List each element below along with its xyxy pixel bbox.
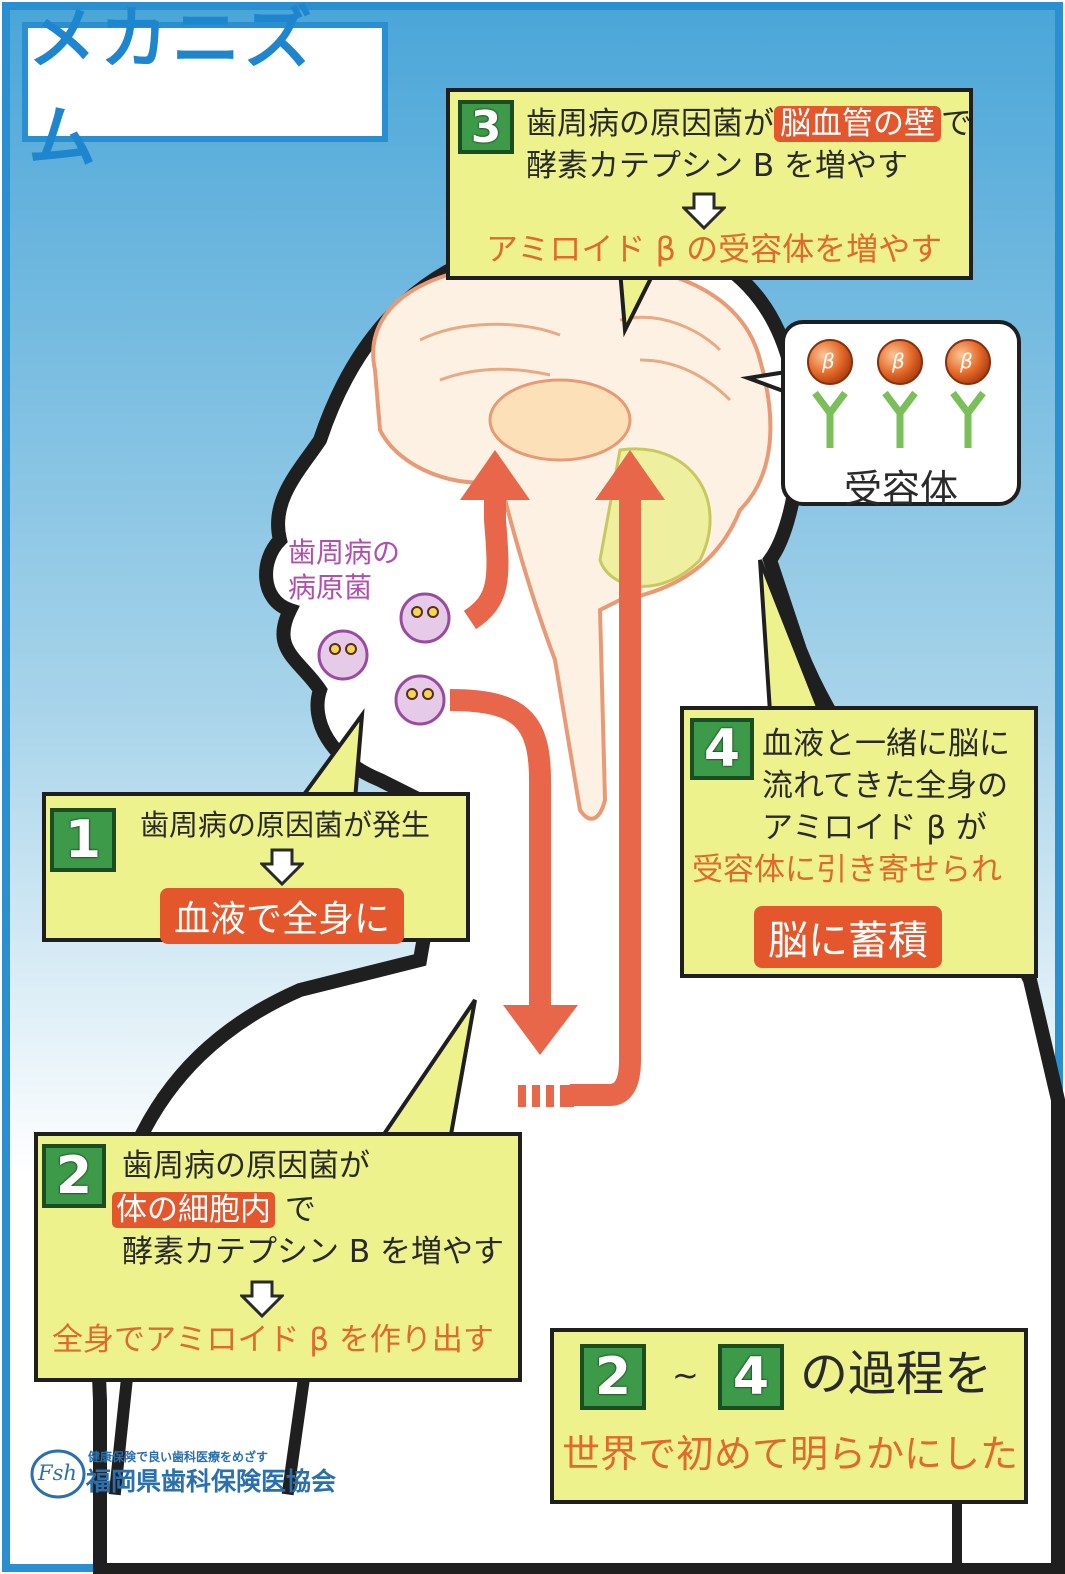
step2-line1: 歯周病の原因菌が [122,1148,370,1185]
step1-line1: 歯周病の原因菌が発生 [140,808,430,843]
step2-line2-rest: で [285,1192,316,1228]
summary-number-from: 2 [580,1344,646,1410]
beta-symbol-2: β [892,349,905,373]
step3-line1-post: で [941,106,972,142]
step2-result: 全身でアミロイド β を作り出す [52,1322,494,1359]
step2-number: 2 [42,1144,106,1208]
receptor-label: 受容体 [785,458,1017,513]
step3-result: アミロイド β の受容体を増やす [486,230,942,268]
summary-number-to: 4 [718,1344,784,1410]
step1-number: 1 [50,808,116,872]
summary-text: の過程を [800,1346,992,1404]
step2-line2: 体の細胞内 で [112,1192,316,1229]
step3-number: 3 [458,100,514,154]
step3-line2: 酵素カテプシン B を増やす [526,148,908,185]
logo-mark-text: Fsh [38,1461,77,1485]
step3-line1-pre: 歯周病の原因菌が [526,106,774,142]
bacteria-label-line1: 歯周病の [288,535,400,570]
page-title: メカニズム [28,0,382,181]
bacteria-label-line2: 病原菌 [288,570,400,605]
beta-symbol-1: β [822,349,835,373]
step4-line3: アミロイド β が [762,810,987,847]
logo-name: 福岡県歯科保険医協会 [86,1462,336,1498]
step4-highlight: 脳に蓄積 [754,906,942,968]
down-arrow-icon [260,848,304,886]
title-box: メカニズム [22,22,388,142]
beta-symbol-3: β [960,349,973,373]
step4-number: 4 [690,718,754,780]
step4-line4: 受容体に引き寄せられ [692,852,1002,889]
receptor-illustration [785,328,1017,458]
step4-line1: 血液と一緒に脳に [762,726,1010,763]
bacteria-label: 歯周病の 病原菌 [288,535,400,605]
down-arrow-icon [682,192,726,230]
receptor-callout: β β β 受容体 [781,320,1021,506]
down-arrow-icon [240,1280,284,1318]
step3-line1: 歯周病の原因菌が脳血管の壁で [526,106,972,143]
summary-tilde: ~ [672,1356,699,1394]
step4-line2: 流れてきた全身の [762,768,1008,805]
step3-highlight: 脳血管の壁 [774,106,941,142]
step1-highlight: 血液で全身に [160,888,404,944]
step2-highlight: 体の細胞内 [112,1192,275,1228]
step2-line3: 酵素カテプシン B を増やす [122,1234,504,1271]
summary-result: 世界で初めて明らかにした [562,1432,1018,1478]
